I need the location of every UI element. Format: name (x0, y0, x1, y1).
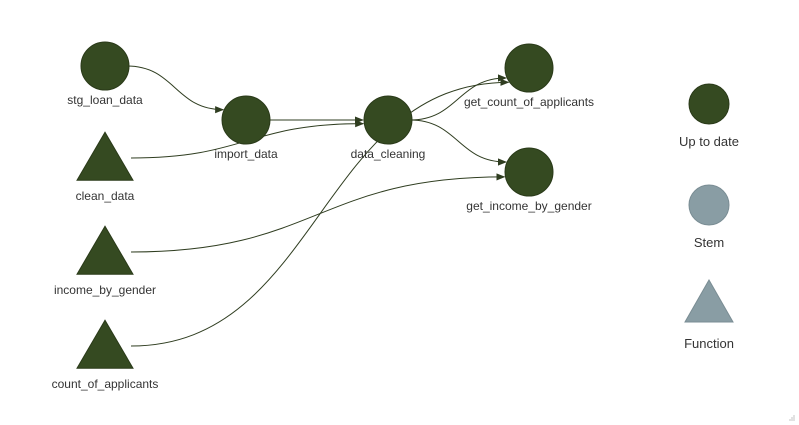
function-triangle-icon (76, 131, 134, 181)
node-label: get_income_by_gender (466, 199, 591, 213)
node-stg_loan_data[interactable]: stg_loan_data (67, 41, 143, 107)
node-data_cleaning[interactable]: data_cleaning (351, 95, 426, 161)
node-label: import_data (214, 147, 278, 161)
node-clean_data[interactable]: clean_data (76, 131, 135, 203)
function-triangle-icon (76, 319, 134, 369)
legend-label: Stem (694, 235, 724, 250)
node-import_data[interactable]: import_data (214, 95, 278, 161)
up-to-date-circle-icon (80, 41, 130, 91)
legend-item-function: Function (684, 278, 734, 351)
edge-data_cleaning-to-get_count_of_applicants (409, 74, 507, 121)
up-to-date-circle-icon (504, 43, 554, 93)
node-get_count_of_applicants[interactable]: get_count_of_applicants (464, 43, 594, 109)
node-label: count_of_applicants (52, 377, 159, 391)
node-income_by_gender[interactable]: income_by_gender (54, 225, 156, 297)
legend-item-up-to-date: Up to date (679, 83, 739, 149)
function-triangle-icon (76, 225, 134, 275)
edge-count_of_applicants-to-get_count_of_applicants (130, 78, 510, 347)
node-label: get_count_of_applicants (464, 95, 594, 109)
edges-layer (126, 65, 510, 347)
up-to-date-circle-icon (363, 95, 413, 145)
node-get_income_by_gender[interactable]: get_income_by_gender (466, 147, 592, 213)
node-count_of_applicants[interactable]: count_of_applicants (52, 319, 159, 391)
up-to-date-circle-icon (688, 83, 730, 125)
nodes-layer: stg_loan_data clean_data income_by_genderc… (52, 41, 594, 391)
up-to-date-circle-icon (221, 95, 271, 145)
edge-income_by_gender-to-get_income_by_gender (130, 173, 506, 253)
up-to-date-circle-icon (504, 147, 554, 197)
node-label: stg_loan_data (67, 93, 143, 107)
legend-label: Up to date (679, 134, 739, 149)
resize-grip-icon[interactable] (789, 415, 795, 421)
edge-stg_loan_data-to-import_data (126, 65, 225, 114)
stem-circle-icon (688, 184, 730, 226)
node-label: clean_data (76, 189, 135, 203)
node-label: data_cleaning (351, 147, 426, 161)
edge-data_cleaning-to-get_income_by_gender (409, 119, 507, 166)
function-triangle-icon (684, 278, 734, 323)
node-label: income_by_gender (54, 283, 156, 297)
legend-label: Function (684, 336, 734, 351)
legend-item-stem: Stem (688, 184, 730, 250)
